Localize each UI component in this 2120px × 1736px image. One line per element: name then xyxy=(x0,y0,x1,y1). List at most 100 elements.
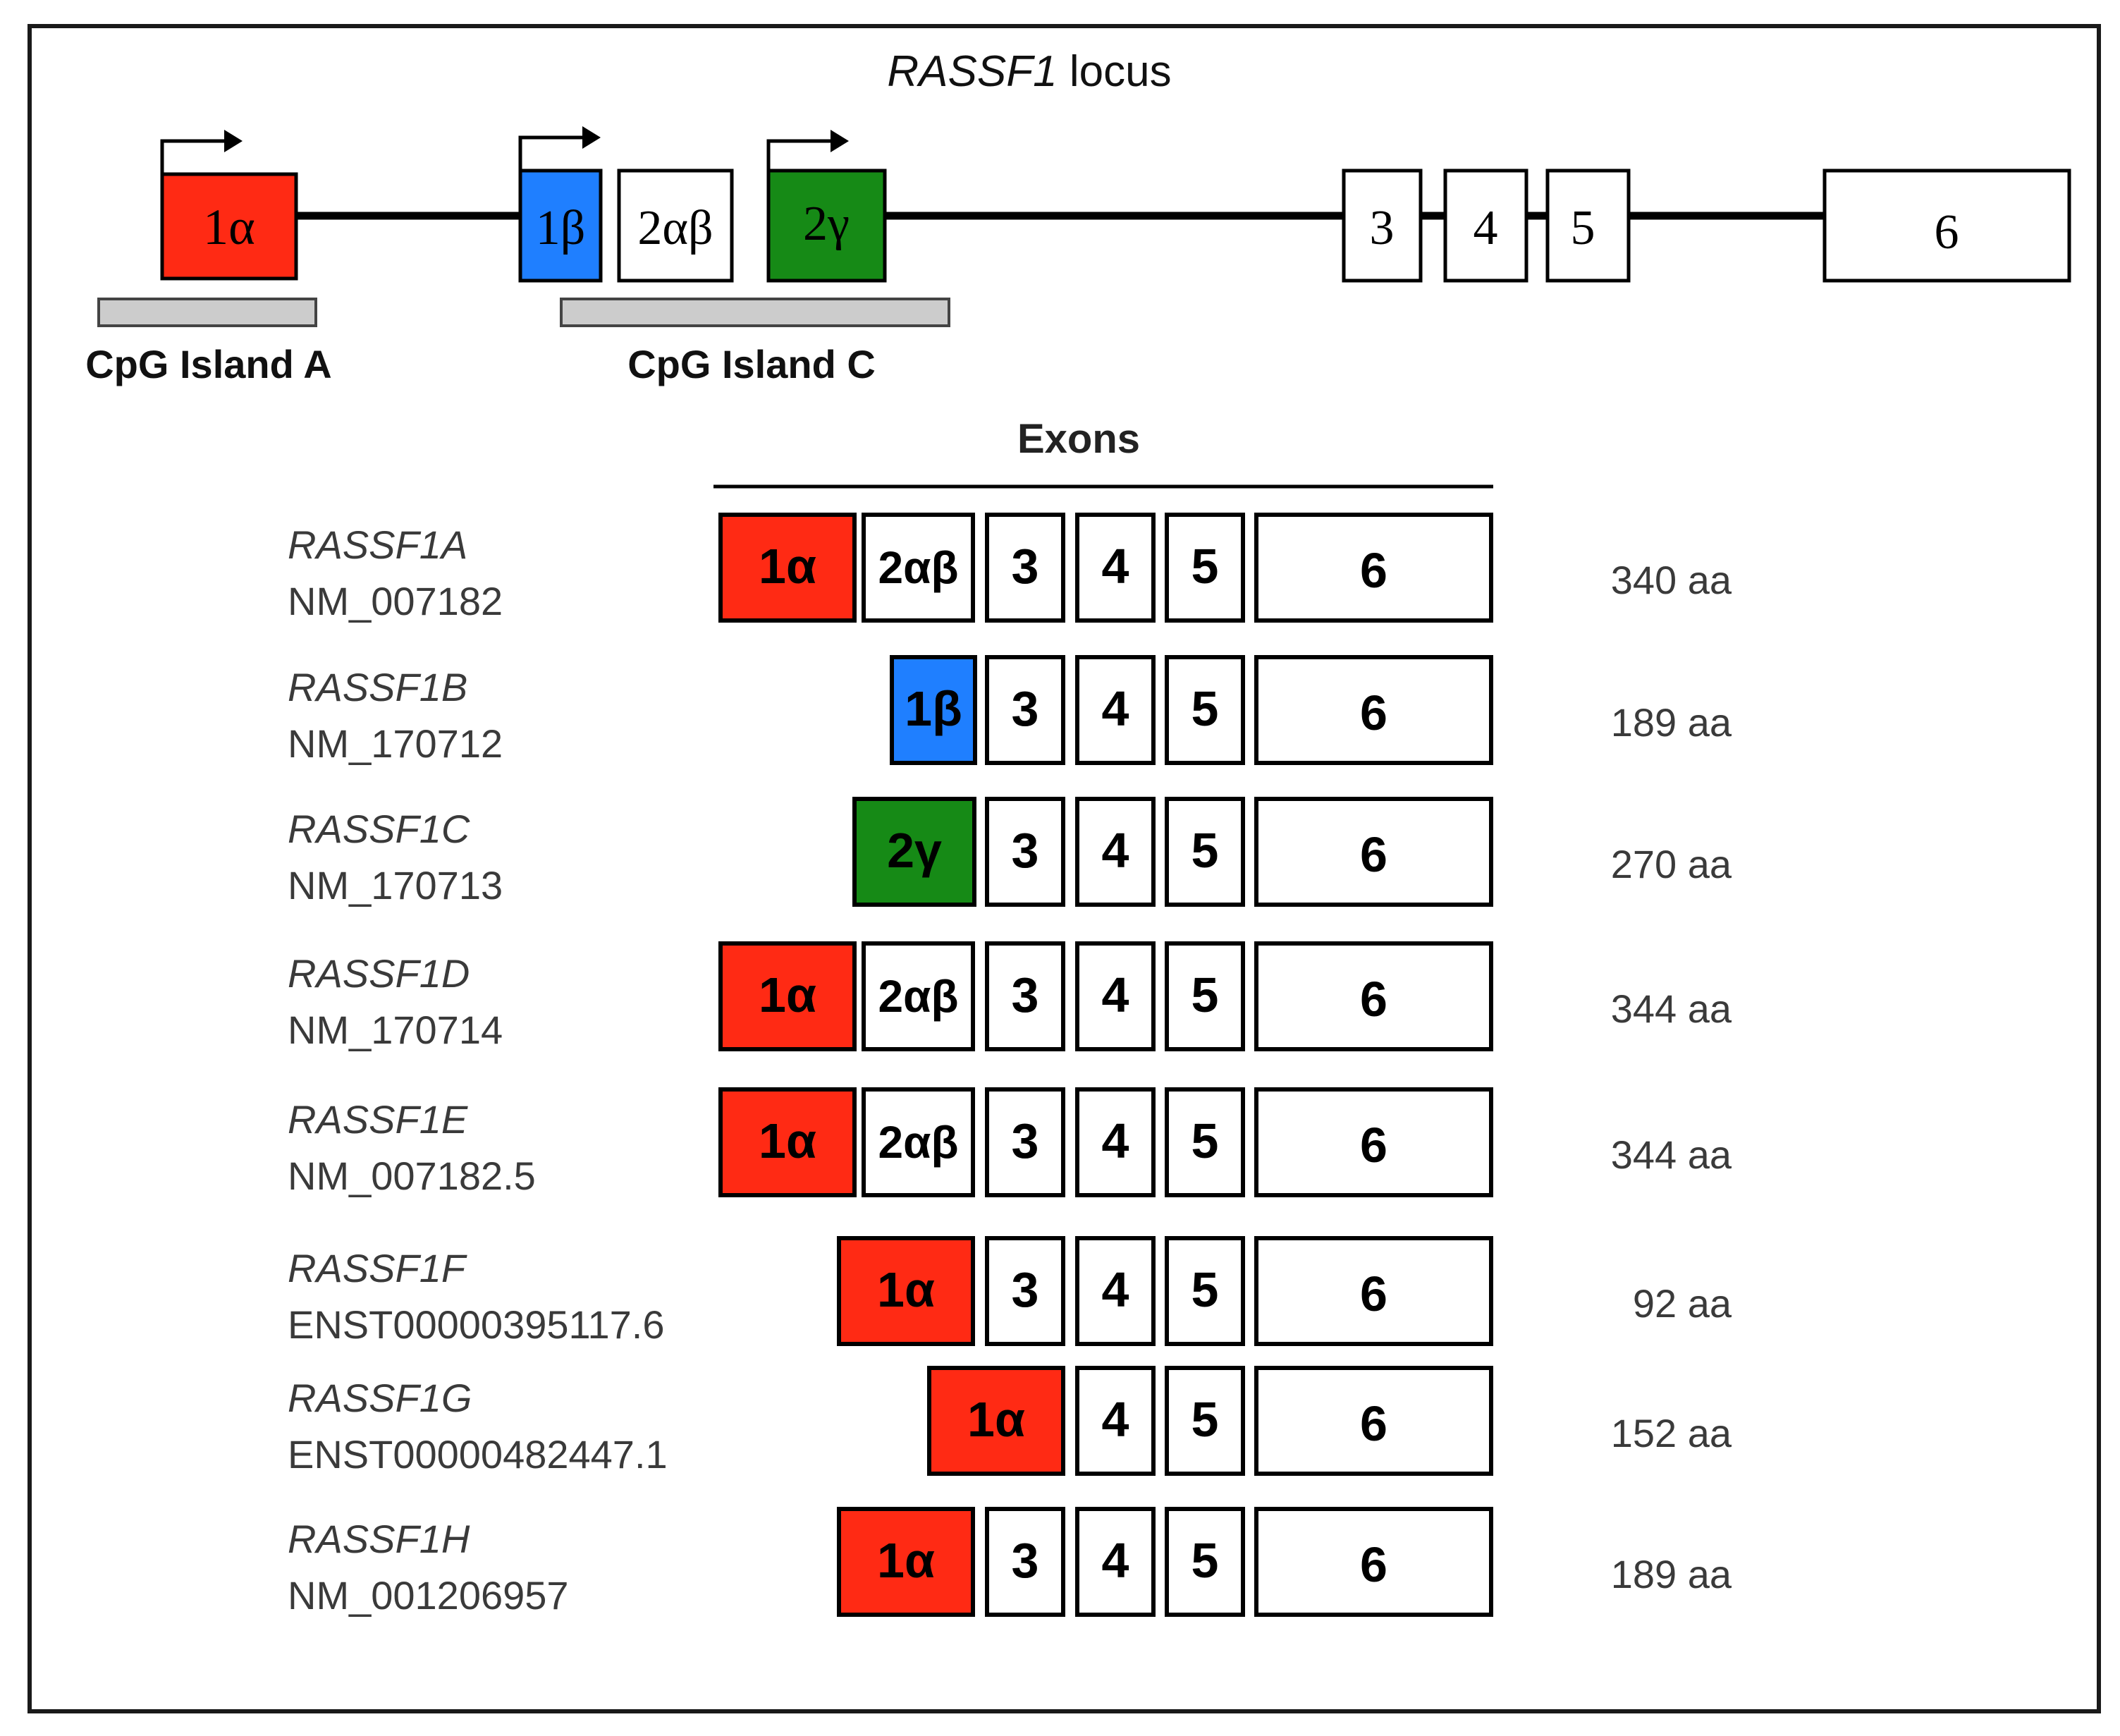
exon-box xyxy=(890,655,977,765)
isoform-exon-1b: 1β xyxy=(890,655,977,765)
isoform-exon-4: 4 xyxy=(1075,1366,1156,1476)
cpg-island-c-label: CpG Island C xyxy=(627,342,876,386)
isoform-length: 152 aa xyxy=(1611,1411,1732,1455)
isoform-exon-3: 3 xyxy=(985,1507,1065,1617)
exon-box xyxy=(1254,513,1493,623)
isoform-exon-1a: 1α xyxy=(837,1236,975,1346)
cpg-island-a-bar xyxy=(97,298,317,327)
isoform-exon-5: 5 xyxy=(1165,1366,1245,1476)
exon-label: 5 xyxy=(1191,1533,1219,1588)
exon-box xyxy=(1165,797,1245,907)
exon-box xyxy=(1075,1087,1156,1197)
isoform-exon-6: 6 xyxy=(1254,1087,1493,1197)
isoform-accession: ENST00000395117.6 xyxy=(288,1302,665,1347)
exon-box xyxy=(1545,169,1631,283)
exon-box xyxy=(1822,169,2071,283)
exon-label: 5 xyxy=(1191,539,1219,594)
locus-exon-1b: 1β xyxy=(518,169,603,283)
isoform-length: 344 aa xyxy=(1611,1132,1732,1177)
exon-box xyxy=(160,172,298,281)
exon-box xyxy=(852,797,976,907)
isoform-exon-3: 3 xyxy=(985,941,1065,1051)
exon-label: 6 xyxy=(1935,205,1959,259)
isoform-exon-3: 3 xyxy=(985,1236,1065,1346)
exon-label: 3 xyxy=(1012,1533,1039,1588)
exon-label: 5 xyxy=(1571,201,1595,255)
exon-box xyxy=(1075,655,1156,765)
exon-label: 6 xyxy=(1360,1118,1387,1173)
isoform-exon-1a: 1α xyxy=(718,1087,857,1197)
exon-box xyxy=(1254,1087,1493,1197)
exon-box xyxy=(1075,1236,1156,1346)
cpg-island-a-label: CpG Island A xyxy=(85,342,332,386)
exon-box xyxy=(985,1236,1065,1346)
exon-label: 1β xyxy=(905,681,962,736)
isoform-exon-6: 6 xyxy=(1254,1366,1493,1476)
isoform-accession: NM_170712 xyxy=(288,721,503,766)
isoform-exon-5: 5 xyxy=(1165,655,1245,765)
exon-box xyxy=(617,169,734,283)
promoter-arrows xyxy=(160,126,849,174)
exon-label: 2αβ xyxy=(878,1117,959,1168)
exon-box xyxy=(1165,941,1245,1051)
exon-label: 1α xyxy=(877,1262,935,1317)
exon-box xyxy=(1075,1366,1156,1476)
cpg-islands: CpG Island A CpG Island C xyxy=(85,298,950,386)
isoform-name: RASSF1C xyxy=(288,807,470,851)
cpg-island-c-bar xyxy=(560,298,950,327)
isoform-accession: NM_007182 xyxy=(288,579,503,623)
exon-label: 1α xyxy=(203,199,255,255)
promoter-arrow-2g xyxy=(766,130,849,171)
isoform-exon-6: 6 xyxy=(1254,1236,1493,1346)
exon-label: 4 xyxy=(1102,1113,1129,1168)
isoform-accession: NM_001206957 xyxy=(288,1573,569,1618)
isoform-accession: ENST00000482447.1 xyxy=(288,1432,668,1477)
exon-box xyxy=(1254,655,1493,765)
exon-box xyxy=(1254,1507,1493,1617)
exon-box xyxy=(718,513,857,623)
isoform-length: 189 aa xyxy=(1611,700,1732,745)
exon-box xyxy=(1165,655,1245,765)
isoform-name: RASSF1A xyxy=(288,522,467,567)
exon-label: 6 xyxy=(1360,972,1387,1027)
isoform-accession: NM_170714 xyxy=(288,1008,503,1052)
isoform-exon-6: 6 xyxy=(1254,941,1493,1051)
isoform-length: 340 aa xyxy=(1611,558,1732,602)
isoform-exon-5: 5 xyxy=(1165,1087,1245,1197)
locus-title-gene: RASSF1 xyxy=(887,47,1057,96)
exon-box xyxy=(837,1236,975,1346)
exon-box xyxy=(1075,797,1156,907)
exon-label: 4 xyxy=(1102,1392,1129,1447)
isoform-exon-1a: 1α xyxy=(718,513,857,623)
isoform-name: RASSF1B xyxy=(288,665,467,709)
exon-box xyxy=(862,1087,975,1197)
exon-label: 4 xyxy=(1102,539,1129,594)
exon-box xyxy=(1165,1087,1245,1197)
exon-box xyxy=(985,655,1065,765)
isoform-exon-4: 4 xyxy=(1075,513,1156,623)
exon-label: 3 xyxy=(1012,1262,1039,1317)
exon-label: 2αβ xyxy=(878,542,959,593)
exon-label: 5 xyxy=(1191,823,1219,878)
figure-frame xyxy=(27,24,2101,1713)
exon-label: 2αβ xyxy=(878,971,959,1022)
isoform-length: 189 aa xyxy=(1611,1552,1732,1596)
locus-exon-2ab: 2αβ xyxy=(617,169,734,283)
exon-box xyxy=(1075,513,1156,623)
exon-label: 5 xyxy=(1191,1113,1219,1168)
exon-box xyxy=(1165,513,1245,623)
exon-box xyxy=(518,169,603,283)
locus-exon-4: 4 xyxy=(1443,169,1528,283)
isoform-name: RASSF1G xyxy=(288,1376,472,1420)
exon-label: 4 xyxy=(1102,681,1129,736)
exon-label: 6 xyxy=(1360,827,1387,882)
isoform-exon-2ab: 2αβ xyxy=(862,941,975,1051)
exon-label: 6 xyxy=(1360,1537,1387,1592)
exon-box xyxy=(1254,797,1493,907)
locus-title-suffix: locus xyxy=(1058,47,1172,96)
locus-exon-3: 3 xyxy=(1342,169,1423,283)
